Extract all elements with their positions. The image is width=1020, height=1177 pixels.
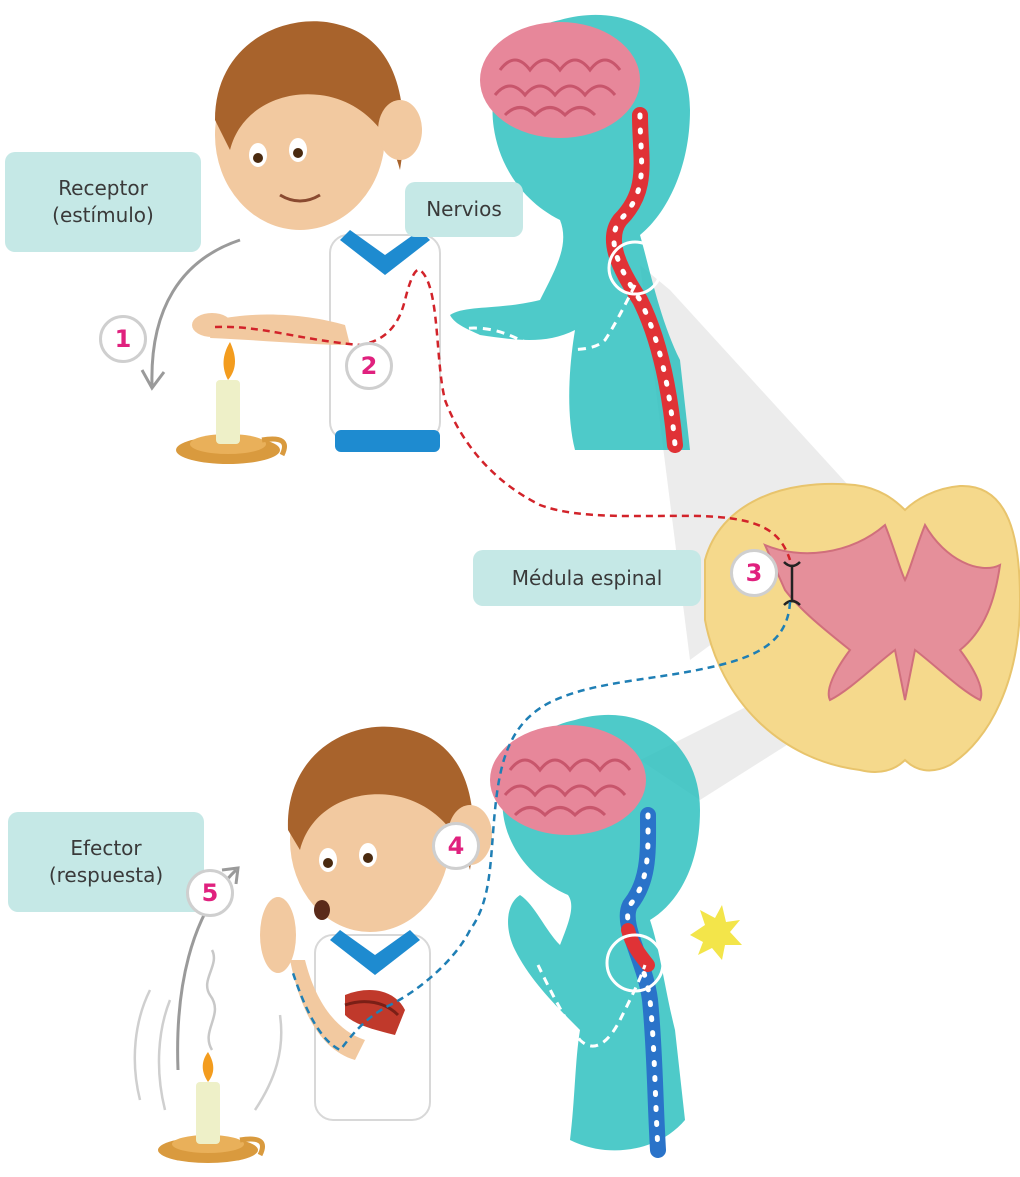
label-medula: Médula espinal [473, 550, 701, 606]
step-badge-5: 5 [186, 869, 234, 917]
label-efector: Efector (respuesta) [8, 812, 204, 912]
label-receptor-line2: (estímulo) [52, 202, 154, 229]
step-badge-4: 4 [432, 822, 480, 870]
step-number-5: 5 [202, 879, 219, 907]
label-medula-text: Médula espinal [512, 565, 663, 592]
motion-lines-right [255, 1015, 281, 1110]
boy-top [176, 21, 440, 464]
brain-icon [480, 22, 640, 138]
label-efector-line1: Efector [70, 835, 141, 862]
brain-icon [490, 725, 646, 835]
label-efector-line2: (respuesta) [49, 862, 163, 889]
boy-icon [260, 727, 492, 1120]
boy-bottom [158, 727, 492, 1163]
label-nervios-text: Nervios [426, 196, 502, 223]
step-number-1: 1 [115, 325, 132, 353]
motion-lines-left [135, 990, 170, 1110]
candle-icon [176, 342, 285, 464]
step-badge-2: 2 [345, 342, 393, 390]
step-badge-3: 3 [730, 549, 778, 597]
label-receptor: Receptor (estímulo) [5, 152, 201, 252]
step-number-4: 4 [448, 832, 465, 860]
candle-icon [158, 950, 263, 1163]
pain-burst-icon [690, 905, 742, 960]
label-receptor-line1: Receptor [58, 175, 148, 202]
label-nervios: Nervios [405, 182, 523, 237]
step-number-3: 3 [746, 559, 763, 587]
step-badge-1: 1 [99, 315, 147, 363]
step-number-2: 2 [361, 352, 378, 380]
